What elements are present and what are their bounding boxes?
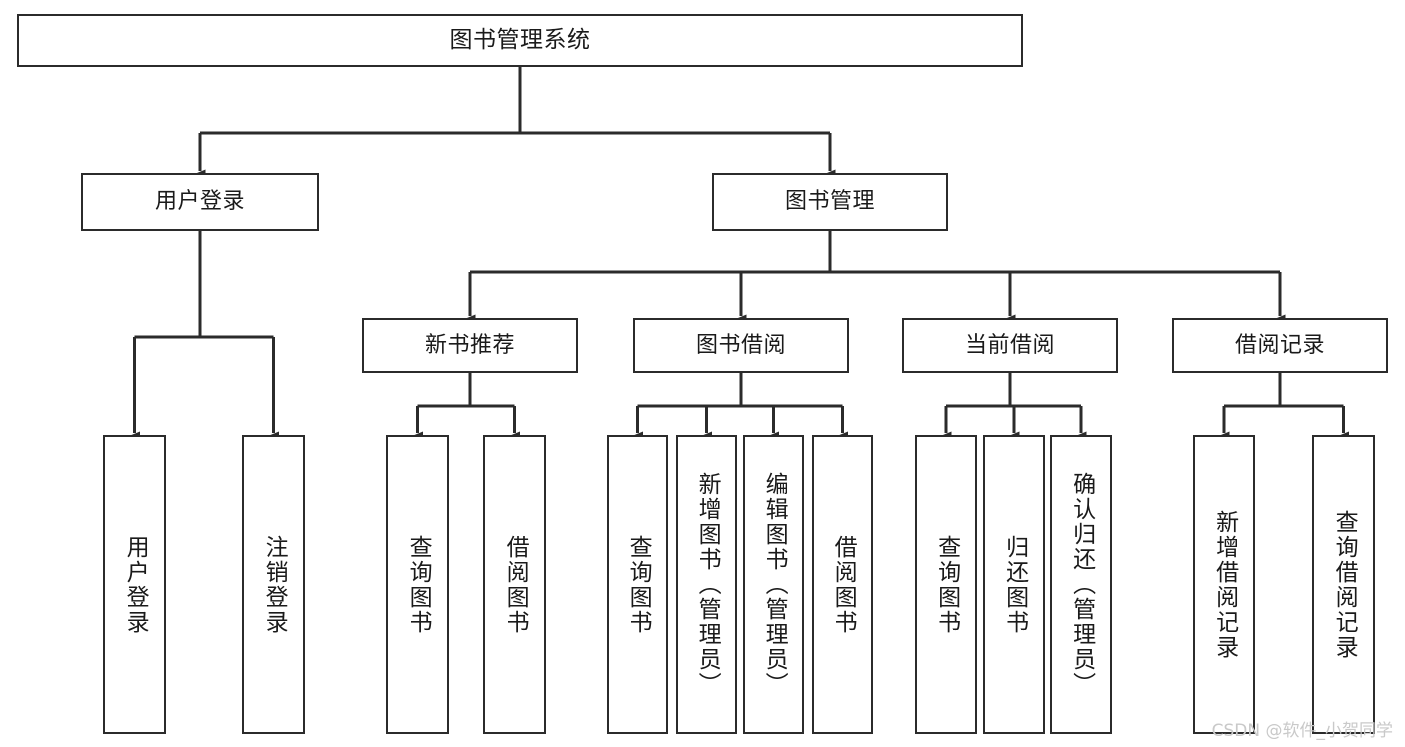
node-label-book-manage: 图书管理 xyxy=(784,189,875,215)
node-label-leaf-query-book-rec: 查询图书 xyxy=(405,534,432,635)
node-label-leaf-user-login: 用户登录 xyxy=(122,534,149,635)
node-leaf-borrow-book-rec[interactable]: 借阅图书 xyxy=(483,435,546,734)
node-label-leaf-borrow-book-rec: 借阅图书 xyxy=(502,534,529,635)
node-leaf-user-login[interactable]: 用户登录 xyxy=(103,435,166,734)
node-borrow-record[interactable]: 借阅记录 xyxy=(1172,318,1388,373)
node-leaf-borrow-book[interactable]: 借阅图书 xyxy=(812,435,873,734)
node-label-leaf-return-book: 归还图书 xyxy=(1001,534,1028,635)
node-leaf-confirm-return-admin[interactable]: 确认归还（管理员） xyxy=(1050,435,1112,734)
node-leaf-query-book-current[interactable]: 查询图书 xyxy=(915,435,977,734)
node-leaf-add-borrow-record[interactable]: 新增借阅记录 xyxy=(1193,435,1255,734)
node-label-book-borrow: 图书借阅 xyxy=(695,332,786,358)
node-root[interactable]: 图书管理系统 xyxy=(17,14,1023,67)
node-label-leaf-query-book-borrow: 查询图书 xyxy=(625,534,652,635)
node-leaf-add-book-admin[interactable]: 新增图书（管理员） xyxy=(676,435,737,734)
node-user-login[interactable]: 用户登录 xyxy=(81,173,319,231)
node-leaf-return-book[interactable]: 归还图书 xyxy=(983,435,1045,734)
node-label-leaf-confirm-return-admin: 确认归还（管理员） xyxy=(1068,472,1095,697)
node-label-new-book-rec: 新书推荐 xyxy=(424,332,515,358)
node-new-book-rec[interactable]: 新书推荐 xyxy=(362,318,578,373)
csdn-watermark: CSDN @软件_小贺同学 xyxy=(1211,721,1393,741)
node-label-borrow-record: 借阅记录 xyxy=(1234,332,1325,358)
node-leaf-logout-login[interactable]: 注销登录 xyxy=(242,435,305,734)
node-label-leaf-add-borrow-record: 新增借阅记录 xyxy=(1211,509,1238,660)
node-leaf-query-borrow-record[interactable]: 查询借阅记录 xyxy=(1312,435,1375,734)
node-label-leaf-edit-book-admin: 编辑图书（管理员） xyxy=(761,472,788,697)
node-book-manage[interactable]: 图书管理 xyxy=(712,173,948,231)
node-label-leaf-logout-login: 注销登录 xyxy=(261,534,288,635)
node-leaf-query-book-rec[interactable]: 查询图书 xyxy=(386,435,449,734)
node-label-leaf-add-book-admin: 新增图书（管理员） xyxy=(694,472,721,697)
node-current-borrow[interactable]: 当前借阅 xyxy=(902,318,1118,373)
node-leaf-query-book-borrow[interactable]: 查询图书 xyxy=(607,435,668,734)
node-label-leaf-query-book-current: 查询图书 xyxy=(933,534,960,635)
node-label-current-borrow: 当前借阅 xyxy=(964,332,1055,358)
node-book-borrow[interactable]: 图书借阅 xyxy=(633,318,849,373)
node-label-leaf-borrow-book: 借阅图书 xyxy=(830,534,857,635)
node-leaf-edit-book-admin[interactable]: 编辑图书（管理员） xyxy=(743,435,804,734)
node-label-user-login: 用户登录 xyxy=(154,189,245,215)
node-label-leaf-query-borrow-record: 查询借阅记录 xyxy=(1331,509,1358,660)
node-label-root: 图书管理系统 xyxy=(449,26,591,53)
